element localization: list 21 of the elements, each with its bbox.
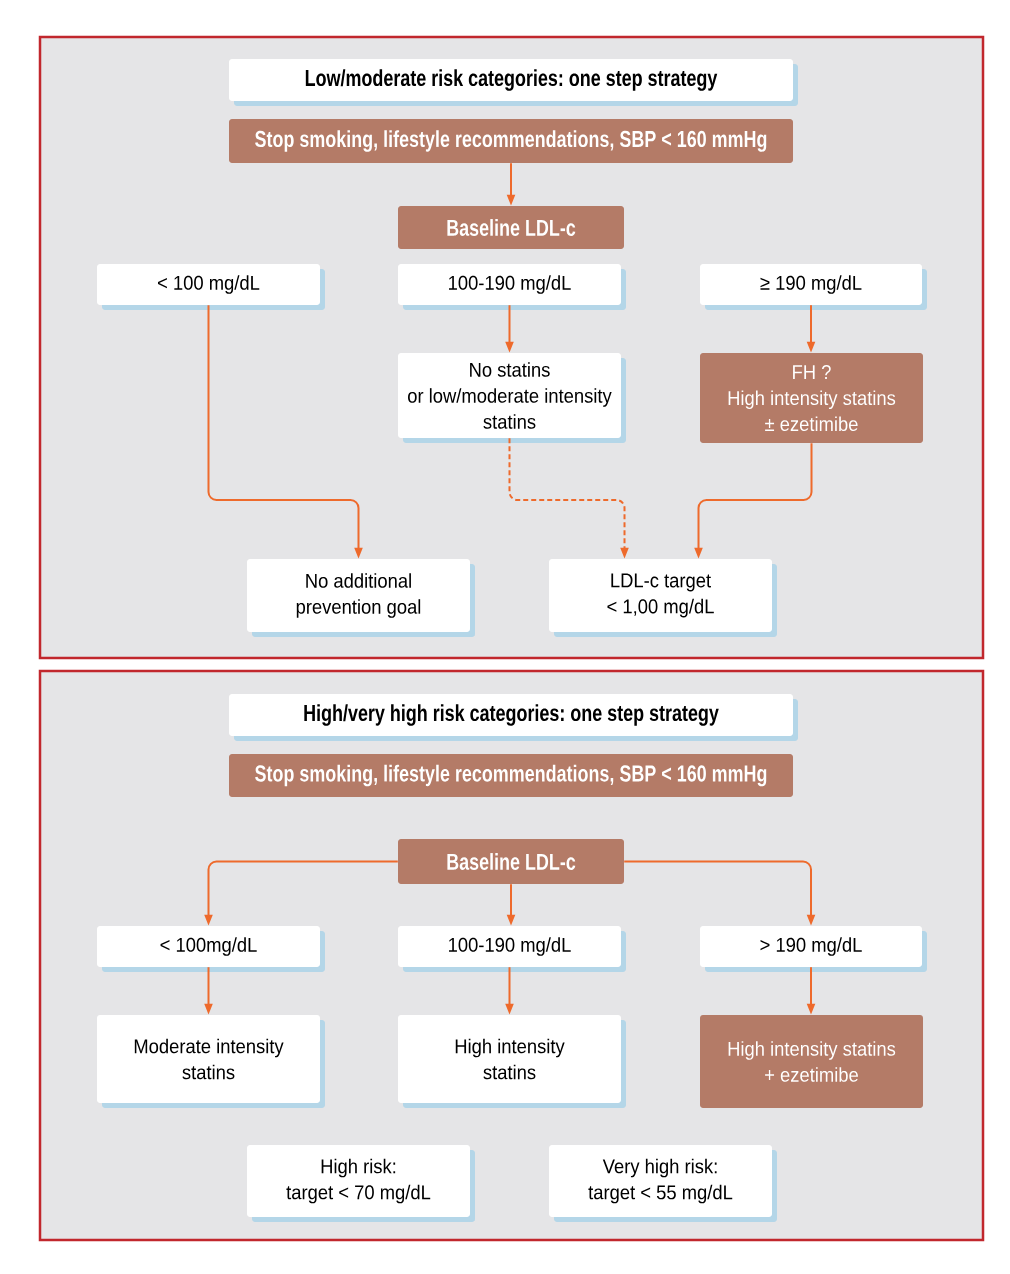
process-box: > 190 mg/dL <box>700 926 927 972</box>
process-box: LDL-c target < 1,00 mg/dL <box>549 559 777 637</box>
process-box: High intensity statins + ezetimibe <box>700 1015 923 1108</box>
process-box: Baseline LDL-c <box>398 839 624 884</box>
process-box: High risk: target < 70 mg/dL <box>247 1145 475 1222</box>
process-box: Moderate intensity statins <box>97 1015 325 1108</box>
process-box: < 100mg/dL <box>97 926 325 972</box>
process-box: No additional prevention goal <box>247 559 475 637</box>
heading-box: Low/moderate risk categories: one step strategy <box>229 59 798 106</box>
heading-box: High/very high risk categories: one step strategy <box>229 694 798 741</box>
process-box: Stop smoking, lifestyle recommendations, SBP < 160 mmHg <box>229 754 793 797</box>
process-box: ≥ 190 mg/dL <box>700 264 927 310</box>
process-box: No statins or low/moderate intensity statins <box>398 353 626 443</box>
process-box: Baseline LDL-c <box>398 206 624 249</box>
process-box: Very high risk: target < 55 mg/dL <box>549 1145 777 1222</box>
process-box: 100-190 mg/dL <box>398 926 626 972</box>
process-box: < 100 mg/dL <box>97 264 325 310</box>
process-box: Stop smoking, lifestyle recommendations, SBP < 160 mmHg <box>229 119 793 163</box>
process-box: High intensity statins <box>398 1015 626 1108</box>
process-box: 100-190 mg/dL <box>398 264 626 310</box>
process-box: FH ? High intensity statins ± ezetimibe <box>700 353 923 443</box>
